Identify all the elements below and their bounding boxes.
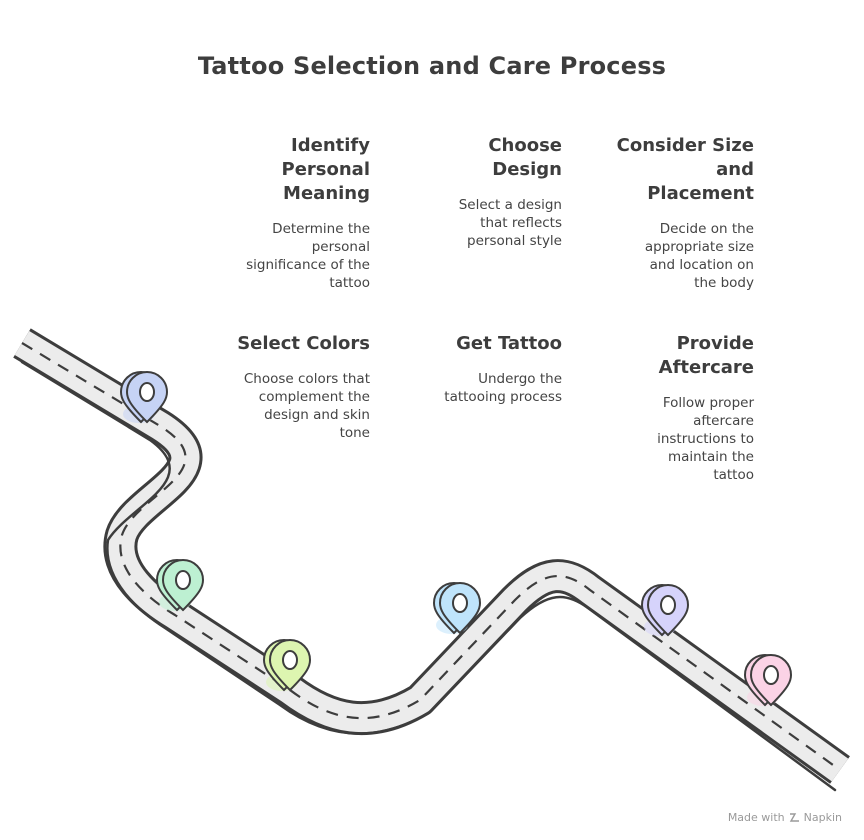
pin-hole (139, 382, 155, 402)
step-identify-personal-meaning: Identify Personal Meaning Determine the … (246, 134, 370, 292)
step-title: Select Colors (237, 333, 370, 354)
step-title: Consider Size and Placement (616, 135, 754, 204)
pin-hole (763, 665, 779, 685)
made-with-napkin-badge: Made with Napkin (728, 811, 842, 824)
step-description: Undergo the tattooing process (444, 371, 562, 405)
step-select-colors: Select Colors Choose colors that complem… (237, 332, 370, 442)
step-provide-aftercare: Provide Aftercare Follow proper aftercar… (657, 332, 754, 484)
pin-hole (175, 570, 191, 590)
napkin-brand-label: Napkin (803, 811, 842, 824)
step-description: Choose colors that complement the design… (243, 371, 370, 441)
pin-icon-step-1 (119, 371, 169, 424)
step-description: Select a design that reflects personal s… (458, 197, 562, 249)
pin-icon-step-3 (262, 639, 312, 692)
pin-hole (282, 650, 298, 670)
step-consider-size-and-placement: Consider Size and Placement Decide on th… (617, 134, 754, 292)
pin-hole (660, 595, 676, 615)
step-get-tattoo: Get Tattoo Undergo the tattooing process (444, 332, 562, 406)
step-choose-design: Choose Design Select a design that refle… (459, 134, 562, 250)
pin-icon-step-4 (432, 582, 482, 635)
step-description: Decide on the appropriate size and locat… (644, 221, 754, 291)
napkin-logo-icon (789, 813, 799, 822)
step-description: Determine the personal significance of t… (246, 221, 370, 291)
diagram-title: Tattoo Selection and Care Process (197, 52, 667, 80)
made-with-label: Made with (727, 811, 785, 824)
step-title: Provide Aftercare (658, 333, 754, 378)
step-title: Choose Design (488, 135, 562, 180)
pin-icon-step-2 (155, 559, 205, 612)
pin-icon-step-6 (743, 654, 793, 707)
pin-hole (452, 593, 468, 613)
pin-icon-step-5 (640, 584, 690, 637)
step-description: Follow proper aftercare instructions to … (657, 395, 754, 483)
step-title: Identify Personal Meaning (281, 135, 371, 204)
road-center-line (21, 342, 841, 771)
step-title: Get Tattoo (456, 333, 562, 354)
